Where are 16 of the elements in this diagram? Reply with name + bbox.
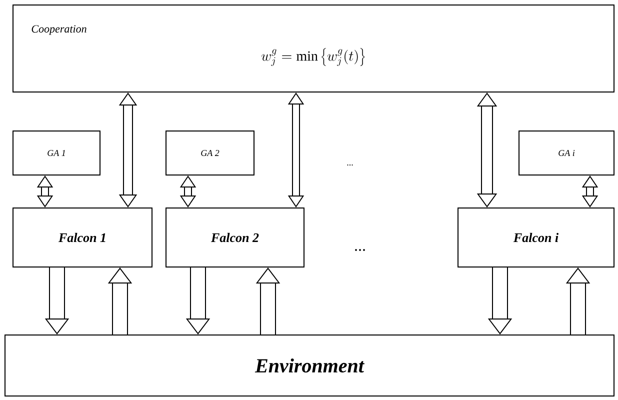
block-arrow (180, 176, 196, 208)
block-arrow (36, 176, 54, 208)
cooperation-box: Cooperation $w_j^{g} = \min\left\{w_j^{g}(t)\right\}$ (12, 4, 614, 92)
block-arrow (118, 92, 138, 208)
ga-box: GA i (518, 130, 614, 176)
block-arrow (288, 92, 304, 208)
falcon-box: Falcon 1 (12, 208, 152, 268)
falcon-box: Falcon 2 (166, 208, 304, 268)
ellipsis: ... (347, 164, 353, 166)
block-arrow (476, 92, 498, 208)
ga-box: GA 2 (166, 130, 254, 176)
environment-box: Environment (4, 334, 614, 396)
ellipsis: ... (355, 249, 365, 251)
ga-box: GA 1 (12, 130, 100, 176)
block-arrow (582, 176, 598, 208)
falcon-box: Falcon i (458, 208, 614, 268)
